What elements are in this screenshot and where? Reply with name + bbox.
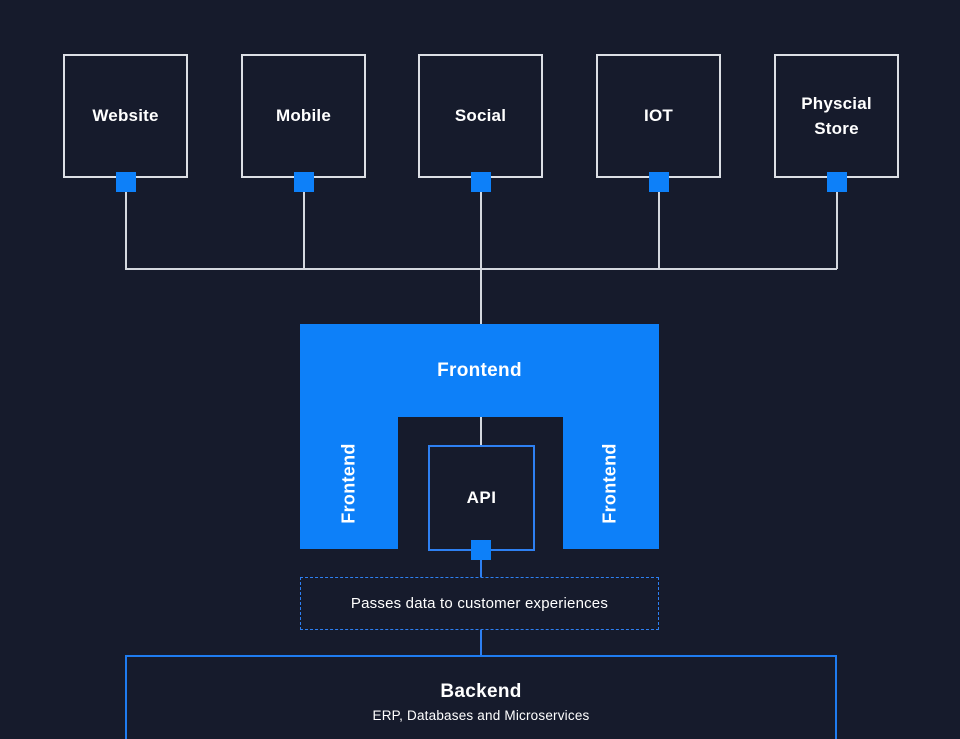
connector-square-mobile — [293, 172, 314, 192]
connector-line-website — [124, 192, 127, 269]
api-to-note-line — [479, 560, 482, 577]
node-website: Website — [63, 54, 188, 178]
backend-title: Backend — [440, 681, 522, 702]
frontend-left-column: Frontend — [300, 417, 398, 549]
frontend-right-label: Frontend — [599, 442, 620, 524]
node-social: Social — [418, 54, 543, 178]
frontend-top-label-wrap: Frontend — [300, 324, 659, 417]
connector-square-social — [470, 172, 491, 192]
node-iot: IOT — [596, 54, 721, 178]
node-api: API — [428, 445, 535, 551]
node-physcial-store-label: Physcial Store — [801, 93, 872, 139]
connector-square-iot — [648, 172, 669, 192]
connector-square-physcial-store — [826, 172, 847, 192]
frontend-left-label: Frontend — [338, 442, 359, 524]
note-to-backend-line — [479, 630, 482, 655]
connector-line-iot — [657, 192, 660, 269]
node-website-label: Website — [92, 106, 159, 126]
node-api-label: API — [466, 488, 497, 507]
node-backend: Backend ERP, Databases and Microservices — [125, 655, 837, 739]
node-physcial-store: Physcial Store — [774, 54, 899, 178]
connector-line-physcial-store — [835, 192, 838, 269]
frontend-to-api-line — [479, 417, 482, 445]
note-box: Passes data to customer experiences — [300, 577, 659, 630]
backend-subtitle: ERP, Databases and Microservices — [372, 707, 590, 723]
node-mobile-label: Mobile — [275, 106, 332, 126]
frontend-right-column: Frontend — [561, 417, 659, 549]
connector-square-website — [115, 172, 136, 192]
node-iot-label: IOT — [644, 106, 673, 126]
bus-to-frontend-line — [479, 268, 482, 324]
connector-square-api — [470, 540, 491, 560]
node-social-label: Social — [454, 106, 507, 126]
connector-line-mobile — [302, 192, 305, 269]
frontend-top-label: Frontend — [437, 359, 522, 381]
connector-line-social — [479, 192, 482, 269]
node-mobile: Mobile — [241, 54, 366, 178]
note-text: Passes data to customer experiences — [350, 595, 609, 612]
